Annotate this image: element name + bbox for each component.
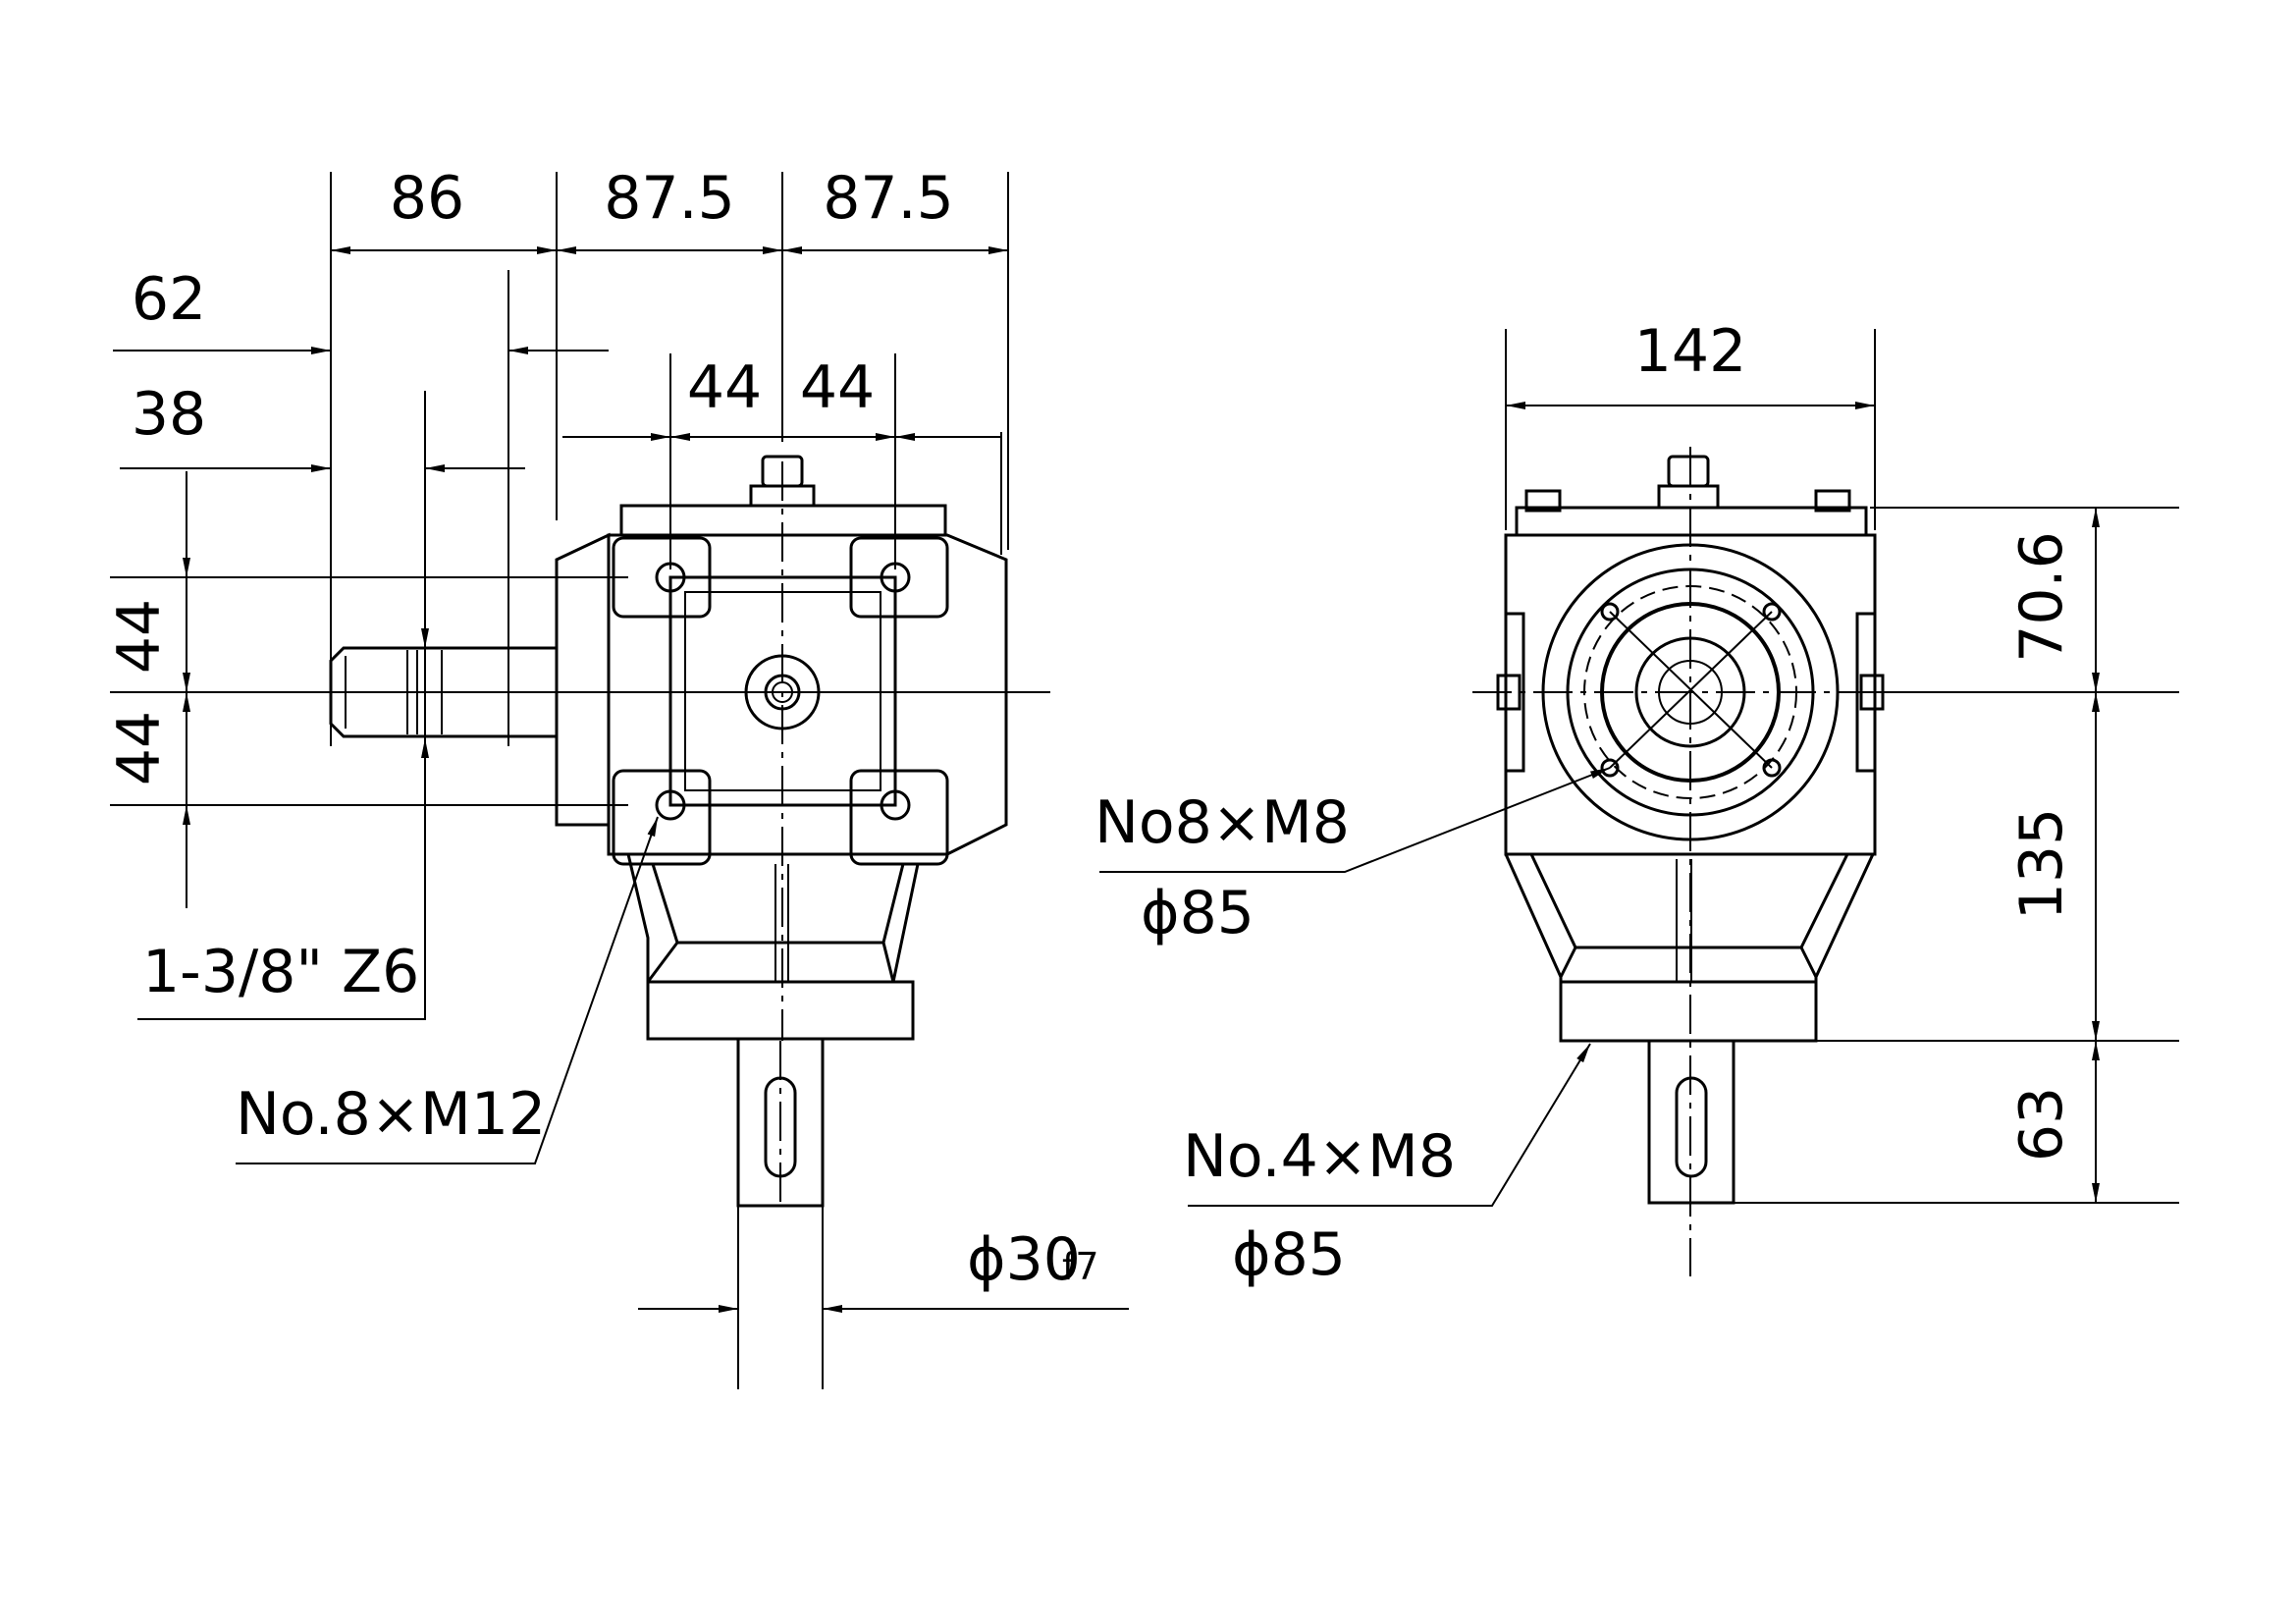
flange-note-bottom-label: No.4×M8 [1183,1122,1456,1191]
dim-87-5-left: 87.5 [604,164,735,233]
bolt-note-label: No.8×M12 [236,1080,546,1149]
spline-note-label: 1-3/8" Z6 [142,938,419,1006]
flange-note-top-label: No8×M8 [1095,788,1350,857]
front-view: 86 87.5 87.5 62 38 44 44 [105,164,1129,1389]
dim-70-6-label: 70.6 [2007,531,2076,663]
flange-dia-bottom-label: ϕ85 [1232,1220,1346,1289]
dim-135-label: 135 [2007,808,2076,921]
dim-86: 86 [390,164,464,233]
dim-44-upper: 44 [105,599,174,674]
shaft-diameter-label: ϕ30 [967,1225,1081,1294]
flange-dia-top-label: ϕ85 [1141,879,1255,947]
input-spline-shaft [329,545,557,844]
dim-44-right: 44 [800,353,875,422]
shaft-tolerance-label: f7 [1062,1245,1099,1288]
flange-note-bottom-leader: No.4×M8 ϕ85 [1183,1043,1591,1289]
dim-top-row: 86 87.5 87.5 [331,164,1008,254]
output-shaft: ϕ30 f7 [638,1037,1129,1389]
side-extension-lines [1728,507,2179,1204]
flange-note-top-leader: No8×M8 ϕ85 [1095,767,1611,947]
side-centerlines [1472,447,1904,1276]
bolt-note-leader: No.8×M12 [236,816,659,1164]
front-centerlines [294,461,1050,1208]
dim-44-left: 44 [687,353,762,422]
dim-44-lower: 44 [105,711,174,785]
dim-38-label: 38 [132,380,206,449]
dim-vertical-right: 70.6 135 63 [2007,508,2100,1203]
spline-note-leader: 1-3/8" Z6 [137,738,426,1020]
dim-142-label: 142 [1634,317,1747,386]
side-view: 142 70.6 135 63 [1095,317,2179,1289]
dim-62-label: 62 [132,265,206,334]
dim-63-label: 63 [2007,1087,2076,1162]
dim-142: 142 [1505,317,1876,530]
dim-38: 38 [120,380,525,1019]
dim-87-5-right: 87.5 [823,164,954,233]
dim-44-horizontal: 44 44 [562,353,1001,441]
dim-62: 62 [113,265,609,354]
